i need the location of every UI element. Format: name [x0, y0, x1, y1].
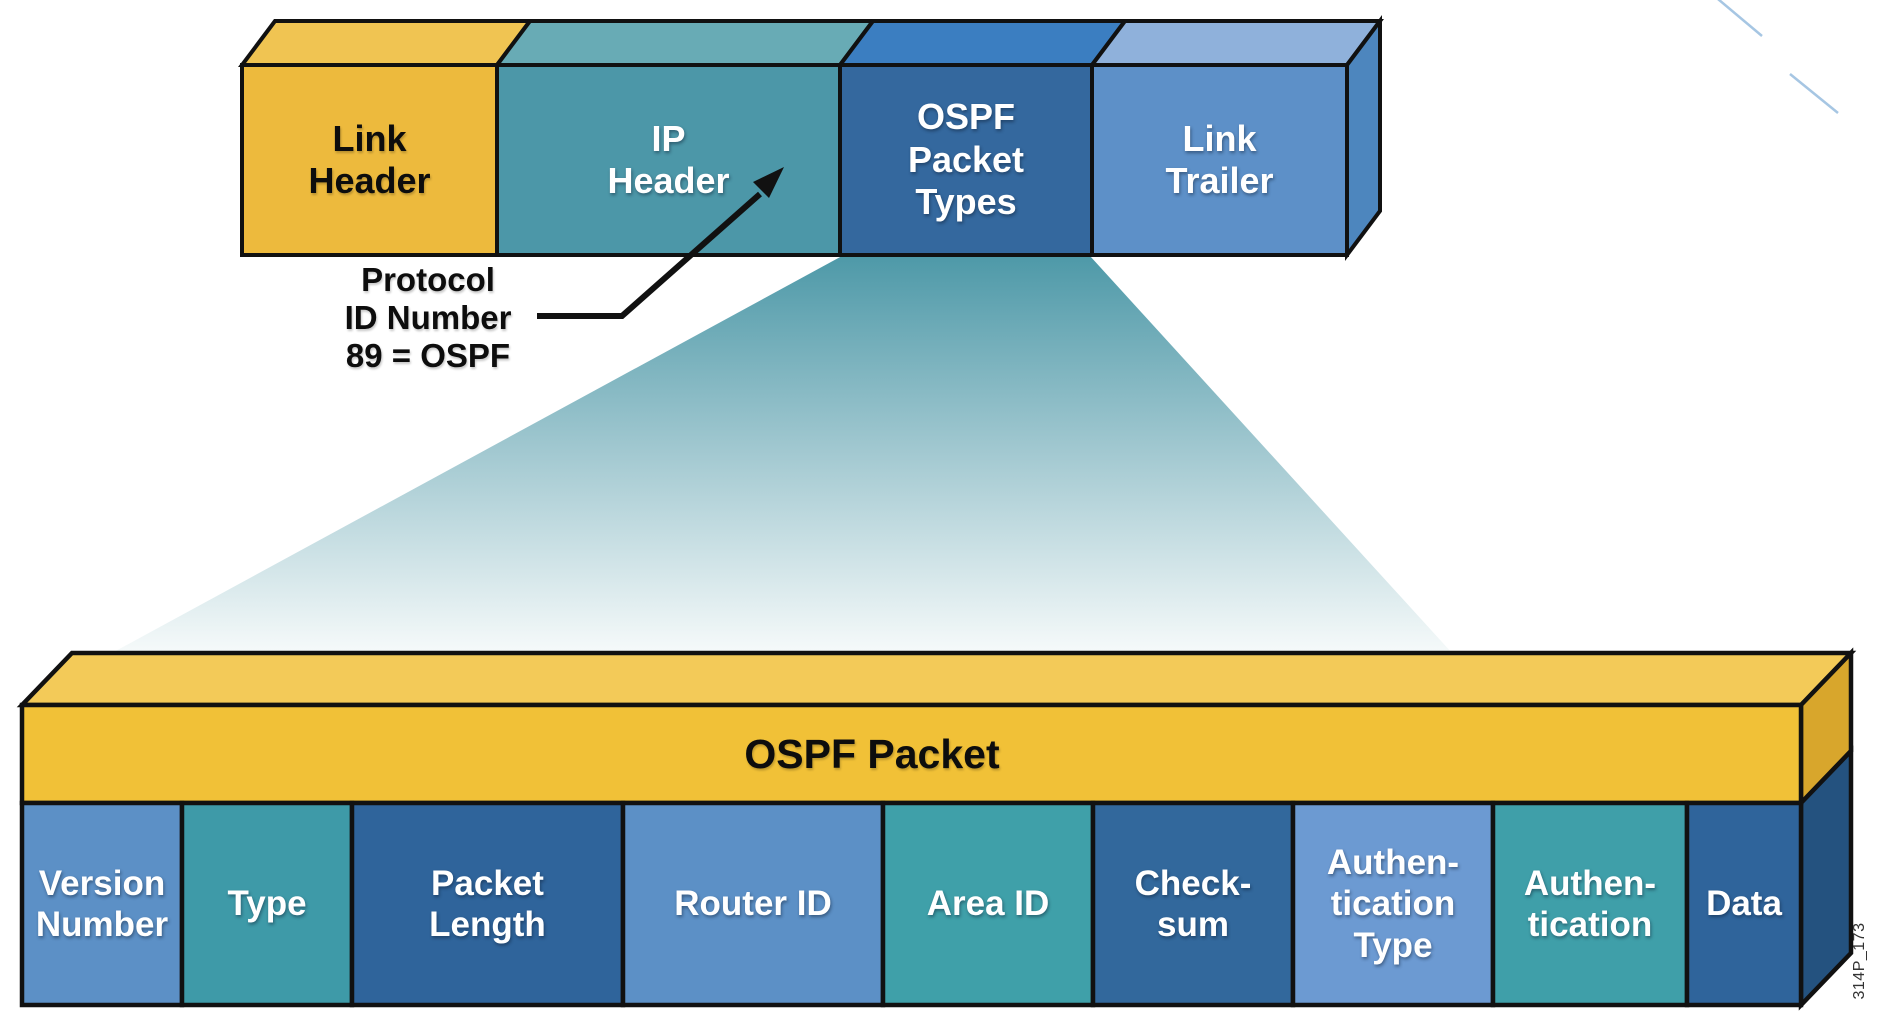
ospf-packet-top-face — [16, 650, 1857, 708]
field-router-id — [620, 800, 886, 1008]
ospf-packet-band — [19, 702, 1804, 806]
link-trailer-front — [1090, 63, 1349, 257]
field-authentication-type — [1290, 800, 1496, 1008]
funnel-shape — [112, 256, 1452, 653]
protocol-id-arrow — [537, 167, 784, 319]
decorative-corner-lines — [1717, 0, 1839, 114]
link-header-front — [240, 63, 499, 257]
field-packet-length — [349, 800, 626, 1008]
field-type — [179, 800, 355, 1008]
figure-id-caption: 314P_173 — [1851, 922, 1868, 1000]
ospf-packet-types-front — [838, 63, 1094, 257]
field-version-number — [19, 800, 185, 1008]
field-data — [1684, 800, 1804, 1008]
field-area-id — [880, 800, 1096, 1008]
encapsulation-bar — [238, 15, 1384, 261]
link-trailer-top-face — [1088, 19, 1384, 67]
link-header-top-face — [238, 19, 534, 67]
encapsulation-bar-side-face — [1345, 15, 1382, 261]
field-checksum — [1090, 800, 1296, 1008]
field-authentication — [1490, 800, 1690, 1008]
ip-header-top-face — [493, 19, 877, 67]
ospf-packet-bar — [16, 647, 1857, 1011]
ospf-packet-types-top-face — [836, 19, 1129, 67]
ip-header-front — [495, 63, 842, 257]
